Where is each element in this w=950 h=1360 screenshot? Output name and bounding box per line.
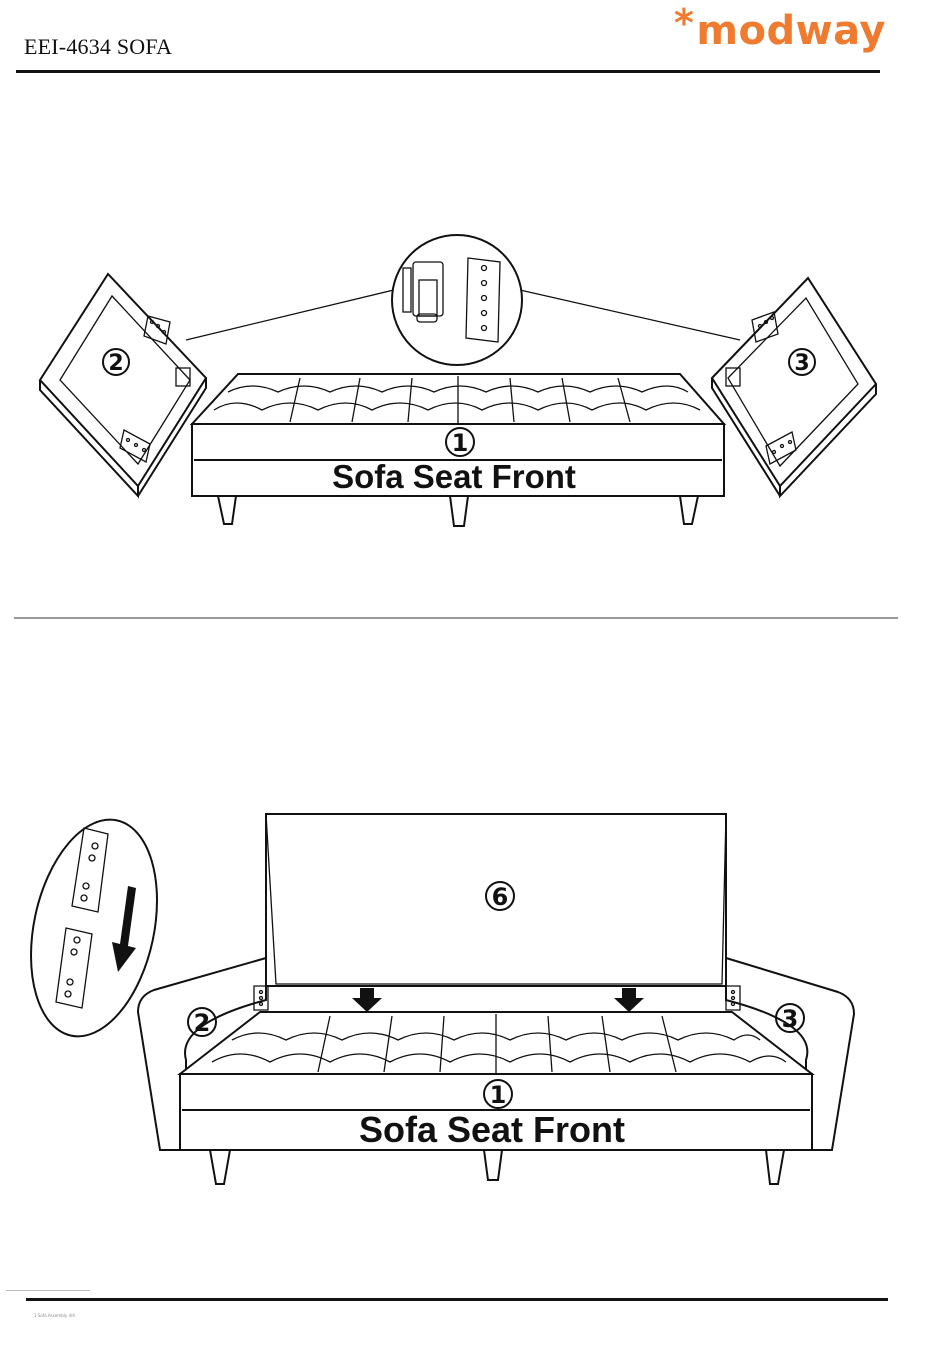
step2-part-6: 6	[492, 883, 509, 911]
down-arrow-left	[352, 988, 382, 1012]
sofa-frame	[138, 958, 854, 1184]
step2-part-3: 3	[782, 1005, 799, 1033]
footer-note: 1 Sofa Assembly 4/4	[34, 1313, 75, 1318]
footer-rule	[26, 1298, 888, 1301]
step2-seat-label: Sofa Seat Front	[359, 1109, 625, 1150]
down-arrow-right	[614, 988, 644, 1012]
step2-part-2: 2	[194, 1009, 211, 1037]
step2-part-1: 1	[490, 1081, 507, 1109]
footer-mark	[6, 1290, 90, 1291]
